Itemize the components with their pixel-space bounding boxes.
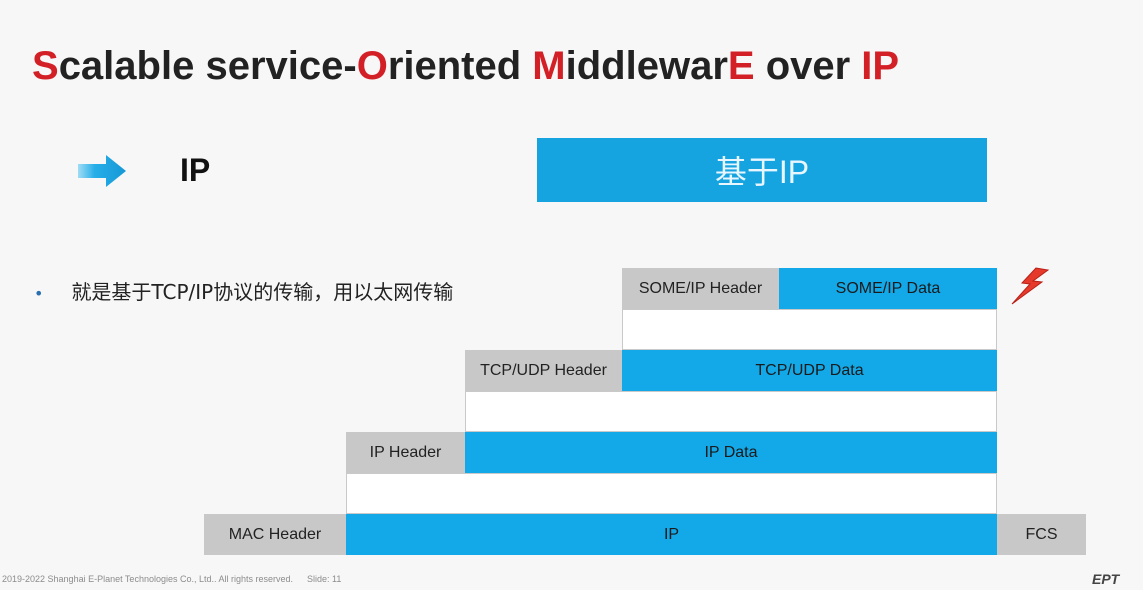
lightning-bolt-icon: [1011, 267, 1050, 305]
tcp-udp-data-box: TCP/UDP Data: [622, 350, 997, 391]
fcs-box: FCS: [997, 514, 1086, 555]
title-highlight-letter: M: [532, 44, 566, 88]
some-ip-header-box: SOME/IP Header: [622, 268, 779, 309]
ip-header-box: IP Header: [346, 432, 465, 473]
title-highlight-letter: E: [727, 44, 755, 88]
title-text-segment: iddlewar: [565, 44, 728, 88]
footer: 2019-2022 Shanghai E-Planet Technologies…: [2, 574, 341, 584]
slide-number: Slide: 11: [307, 574, 342, 584]
section-label: IP: [180, 152, 211, 188]
some-ip-data-box: SOME/IP Data: [779, 268, 997, 309]
title-highlight-letter: IP: [861, 44, 900, 88]
title-text-segment: riented: [387, 44, 533, 88]
bullet-text: 就是基于TCP/IP协议的传输，用以太网传输: [71, 280, 454, 304]
bullet-dot: •: [34, 284, 44, 303]
slide-title: Scalable service-Oriented MiddlewarE ove…: [32, 44, 899, 89]
ip-payload-box: IP: [346, 514, 997, 555]
company-logo: EPT: [1092, 571, 1120, 587]
title-highlight-letter: S: [32, 44, 59, 88]
tcp-udp-header-box: TCP/UDP Header: [465, 350, 622, 391]
ip-data-box: IP Data: [465, 432, 997, 473]
title-text-segment: over: [754, 44, 862, 88]
banner-box: 基于IP: [537, 138, 987, 202]
mac-header-box: MAC Header: [204, 514, 346, 555]
ip-spacer: [346, 473, 997, 514]
title-highlight-letter: O: [356, 44, 388, 88]
some-ip-spacer: [622, 309, 997, 350]
title-text-segment: calable service-: [58, 44, 357, 88]
bullet-item: • 就是基于TCP/IP协议的传输，用以太网传输: [34, 276, 453, 305]
copyright-text: 2019-2022 Shanghai E-Planet Technologies…: [2, 574, 294, 584]
arrow-right-icon: [78, 155, 126, 187]
tcp-udp-spacer: [465, 391, 997, 432]
